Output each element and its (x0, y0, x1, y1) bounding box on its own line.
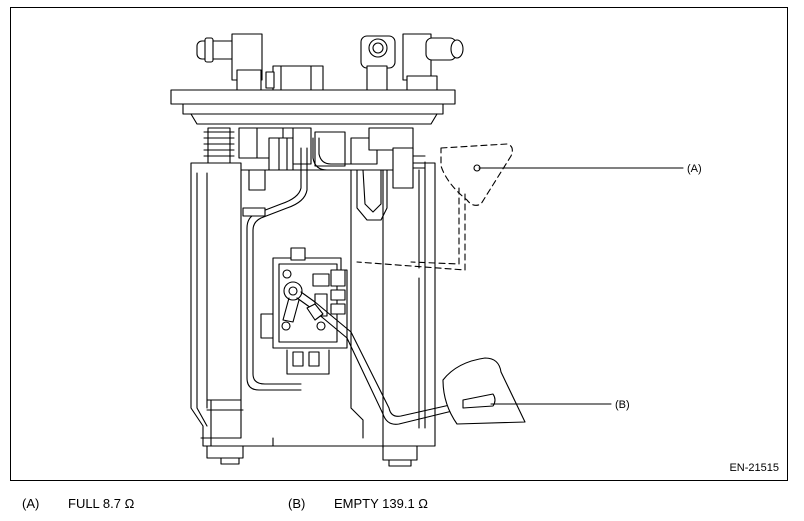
level-sender-unit (260, 247, 348, 375)
float-arm-empty (296, 291, 482, 425)
figure-frame: (A) (B) EN-21515 (10, 7, 788, 481)
callout-a: (A) (687, 163, 702, 175)
fuel-pump-level-sender-diagram: (A) (B) (170, 33, 702, 467)
figure-id: EN-21515 (729, 462, 779, 474)
left-hose-fitting (196, 33, 263, 91)
float-empty-b (442, 357, 526, 425)
pump-flange (170, 89, 456, 125)
electrical-connector (265, 65, 324, 91)
legend-tag: (B) (288, 496, 306, 511)
right-hose-fittings (360, 33, 464, 91)
wiring-harness (242, 137, 352, 391)
legend-item-b: (B) EMPTY 139.1 Ω (288, 496, 428, 511)
legend-item-a: (A) FULL 8.7 Ω (22, 496, 134, 511)
callout-b: (B) (615, 399, 630, 411)
legend-tag: (A) (22, 496, 40, 511)
legend-text: FULL 8.7 Ω (68, 496, 135, 511)
float-full-a (356, 143, 513, 271)
legend-text: EMPTY 139.1 Ω (334, 496, 429, 511)
